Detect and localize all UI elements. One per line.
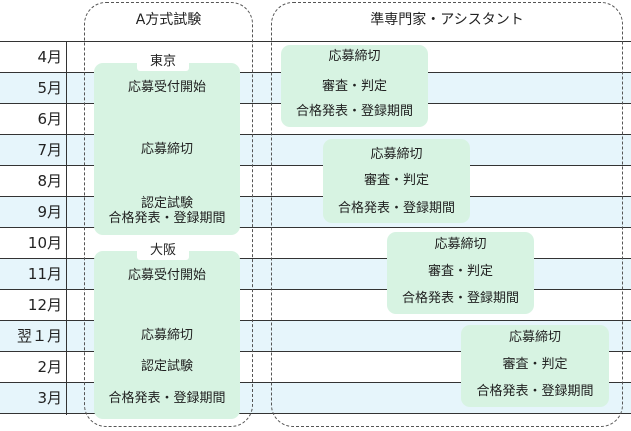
month-label: 10月 (27, 234, 62, 252)
osaka-application-start: 応募受付開始 (127, 268, 206, 283)
month-row-8: 8月 (0, 165, 631, 196)
exam-column-header: A方式試験 (135, 12, 202, 28)
tokyo-announcement: 合格発表・登録期間 (108, 211, 226, 226)
tokyo-tag: 東京 (137, 53, 189, 71)
month-label: 6月 (37, 110, 62, 128)
assistant-round-block (387, 232, 534, 314)
tokyo-schedule-block (94, 63, 240, 235)
osaka-announcement: 合格発表・登録期間 (108, 391, 226, 406)
month-row-2: 2月 (0, 351, 631, 382)
round-deadline: 応募締切 (328, 49, 381, 64)
month-label: 9月 (37, 203, 62, 221)
tokyo-certification-exam: 認定試験 (140, 196, 193, 211)
month-label: 5月 (37, 79, 62, 97)
round-announcement: 合格発表・登録期間 (337, 201, 455, 216)
assistant-round-block (323, 139, 470, 223)
tokyo-deadline: 応募締切 (140, 142, 193, 157)
osaka-tag: 大阪 (137, 242, 189, 260)
round-review: 審査・判定 (321, 79, 387, 94)
osaka-schedule-block (94, 251, 240, 419)
round-deadline: 応募締切 (508, 330, 561, 345)
round-announcement: 合格発表・登録期間 (295, 104, 413, 119)
exam-column-frame (84, 2, 253, 427)
month-row-12: 12月 (0, 289, 631, 320)
assistant-column-header: 準専門家・アシスタント (370, 12, 524, 28)
osaka-deadline: 応募締切 (140, 328, 193, 343)
tokyo-application-start: 応募受付開始 (127, 80, 206, 95)
round-review: 審査・判定 (427, 264, 493, 279)
month-row-4: 4月 (0, 41, 631, 72)
month-label: 4月 (37, 48, 62, 66)
month-label: 12月 (27, 296, 62, 314)
round-review: 審査・判定 (502, 357, 568, 372)
month-row-10: 10月 (0, 227, 631, 258)
osaka-certification-exam: 認定試験 (140, 359, 193, 374)
round-deadline: 応募締切 (434, 237, 487, 252)
month-label: 3月 (37, 389, 62, 407)
month-column-divider (66, 41, 67, 415)
month-label: 8月 (37, 172, 62, 190)
round-announcement: 合格発表・登録期間 (476, 384, 594, 399)
month-label: 7月 (37, 141, 62, 159)
round-review: 審査・判定 (363, 173, 429, 188)
round-deadline: 応募締切 (370, 147, 423, 162)
month-label: 11月 (27, 265, 62, 283)
assistant-column-frame (271, 2, 623, 427)
month-label: 翌１月 (16, 327, 62, 345)
assistant-round-block (281, 45, 428, 127)
assistant-round-block (461, 325, 609, 407)
month-label: 2月 (37, 358, 62, 376)
round-announcement: 合格発表・登録期間 (401, 291, 519, 306)
